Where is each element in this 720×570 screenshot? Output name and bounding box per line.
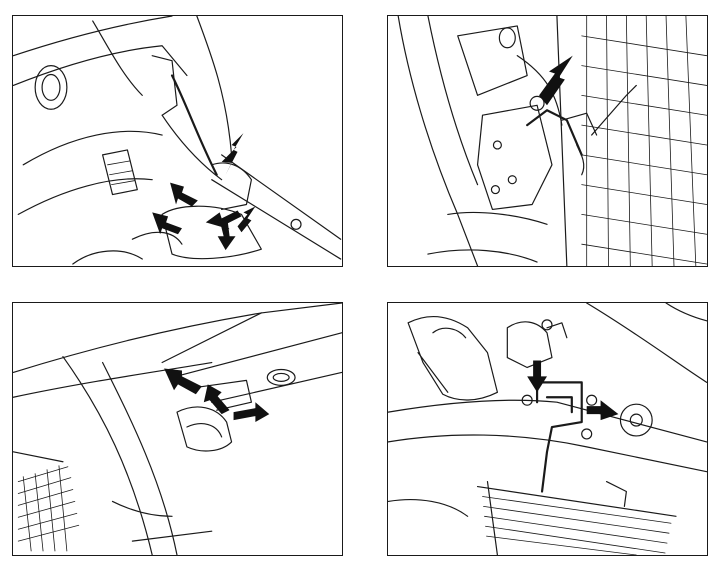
arrow-icon <box>221 133 244 175</box>
arrow-icon <box>205 210 242 230</box>
illustration-panel-2 <box>387 15 708 267</box>
panel-3-drawing <box>13 303 342 555</box>
panel-4-drawing <box>388 303 707 555</box>
panel-2-drawing <box>397 16 707 266</box>
arrow-icon <box>203 384 230 415</box>
arrow-icon <box>237 206 256 233</box>
illustration-panel-4 <box>387 302 708 556</box>
arrow-icon <box>152 212 182 235</box>
panel-1-drawing <box>13 16 342 265</box>
arrow-icon <box>170 182 198 207</box>
arrow-icon <box>586 400 619 421</box>
arrow-icon <box>164 368 202 395</box>
arrow-icon <box>527 360 548 393</box>
illustration-panel-1 <box>12 15 343 267</box>
arrow-icon <box>233 402 270 423</box>
arrow-icon <box>539 55 573 106</box>
arrow-icon <box>217 220 236 251</box>
illustration-panel-3 <box>12 302 343 556</box>
